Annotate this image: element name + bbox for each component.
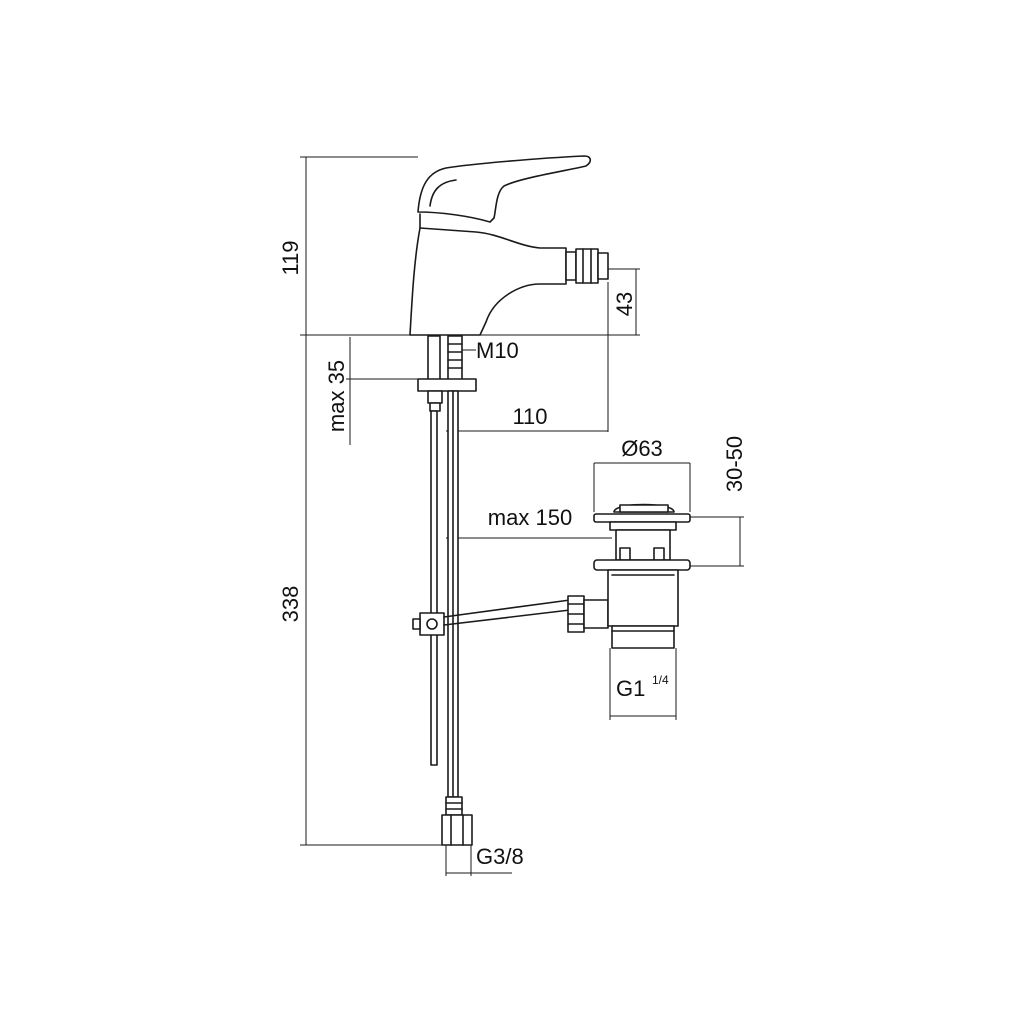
label-height-tap: 119 [278, 240, 303, 275]
label-thread-m10: M10 [476, 338, 519, 363]
waste-assembly [443, 503, 691, 649]
label-range-30-50: 30-50 [722, 436, 747, 492]
lever-handle [417, 155, 592, 223]
dimension-lines [300, 156, 744, 876]
mounting-assembly [412, 335, 477, 846]
dimension-labels: 119 338 43 M10 max 35 110 Ø63 30-50 max … [278, 240, 747, 869]
label-thread-g38: G3/8 [476, 844, 524, 869]
label-height-total: 338 [278, 586, 303, 623]
label-thread-g1-superscript: 1/4 [652, 673, 669, 687]
bidet-nozzle [565, 248, 609, 284]
label-spout-height: 43 [612, 292, 637, 316]
tap-body [409, 213, 567, 336]
label-max-35: max 35 [324, 360, 349, 432]
label-thread-g1: G1 [616, 676, 645, 701]
label-dia-63: Ø63 [621, 436, 663, 461]
label-max-150: max 150 [488, 505, 572, 530]
label-reach-110: 110 [512, 404, 547, 429]
